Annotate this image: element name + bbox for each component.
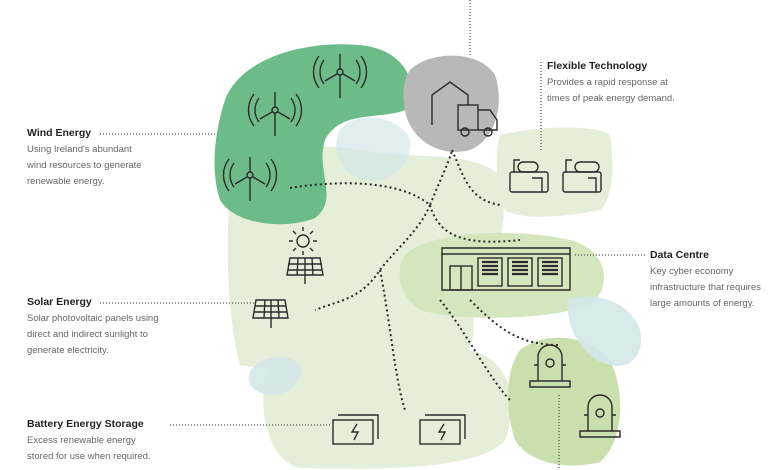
blue-blob-1 — [567, 296, 641, 366]
data-centre-icon — [441, 247, 571, 291]
flexible-technology-title: Flexible Technology — [547, 60, 648, 72]
wind-turbine-icon — [247, 92, 303, 136]
grey-blob — [403, 55, 499, 152]
energy-flow-paths — [289, 149, 561, 411]
battery-storage-line: Excess renewable energy — [27, 435, 136, 446]
wind-energy-line: renewable energy. — [27, 176, 105, 187]
flexible-technology-label: Flexible Technology Provides a rapid res… — [547, 60, 747, 107]
flexible-technology-line: times of peak energy demand. — [547, 93, 675, 104]
solar-energy-title: Solar Energy — [27, 296, 92, 308]
flex-land-blob — [496, 127, 613, 217]
data-centre-title: Data Centre — [650, 249, 709, 261]
battery-land-blob — [263, 347, 512, 469]
solar-panel-icon — [252, 299, 289, 328]
truck-garage-icon — [431, 81, 498, 137]
solar-panel-icon — [286, 257, 324, 284]
battery-icon — [332, 414, 379, 445]
battery-icon — [419, 414, 466, 445]
wind-energy-label: Wind Energy Using Ireland's abundant win… — [27, 127, 197, 190]
flexible-technology-line: Provides a rapid response at — [547, 77, 668, 88]
data-centre-line: infrastructure that requires — [650, 282, 761, 293]
generator-icon — [509, 159, 549, 193]
blue-blob-3 — [336, 117, 411, 181]
wind-blob — [214, 44, 412, 225]
blue-blob-2 — [248, 356, 301, 395]
battery-storage-line: stored for use when required. — [27, 451, 151, 462]
solar-energy-line: direct and indirect sunlight to — [27, 329, 148, 340]
battery-storage-label: Battery Energy Storage Excess renewable … — [27, 418, 217, 465]
solar-energy-label: Solar Energy Solar photovoltaic panels u… — [27, 296, 217, 359]
data-centre-label: Data Centre Key cyber economy infrastruc… — [650, 249, 780, 312]
solar-energy-line: Solar photovoltaic panels using — [27, 313, 159, 324]
generator-icon — [562, 159, 602, 193]
wind-energy-line: wind resources to generate — [27, 160, 142, 171]
solar-energy-line: generate electricity. — [27, 345, 109, 356]
data-centre-line: large amounts of energy. — [650, 298, 755, 309]
sun-icon — [289, 227, 317, 255]
wind-turbine-icon — [222, 157, 278, 201]
plant-blob — [508, 337, 621, 466]
power-plant-icon — [529, 344, 571, 388]
power-plant-icon — [579, 394, 621, 438]
wind-energy-title: Wind Energy — [27, 127, 92, 139]
data-centre-line: Key cyber economy — [650, 266, 734, 277]
wind-turbine-icon — [312, 54, 368, 98]
wind-energy-line: Using Ireland's abundant — [27, 144, 132, 155]
leader-lines — [100, 0, 645, 470]
battery-storage-title: Battery Energy Storage — [27, 418, 144, 430]
